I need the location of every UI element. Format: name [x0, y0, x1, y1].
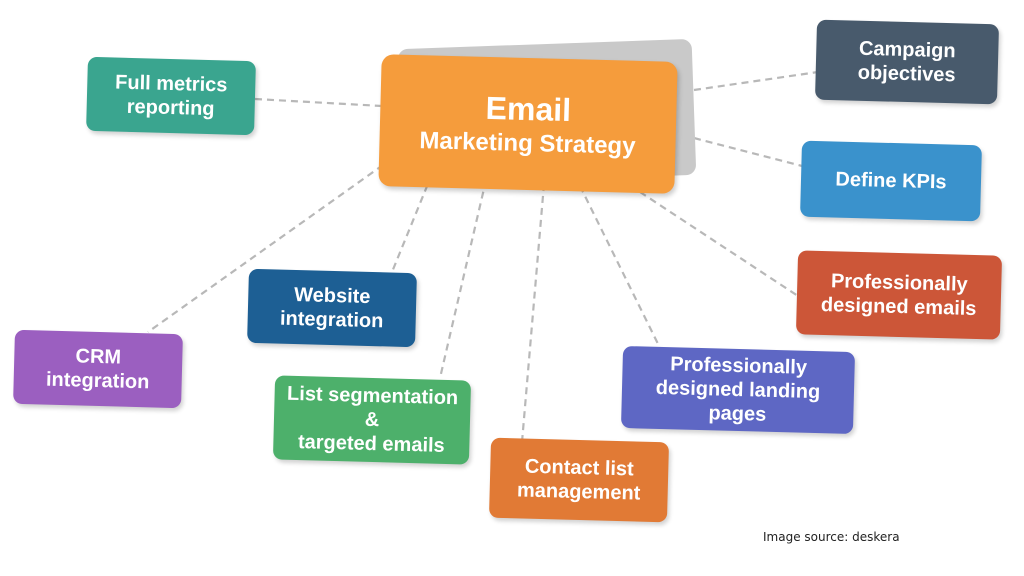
connector-crm-integration — [147, 164, 384, 333]
node-professionally-designed-landing-pages: Professionally designed landing pages — [620, 345, 856, 435]
central-node-title: Email — [485, 89, 572, 129]
node-campaign-objectives: Campaign objectives — [814, 19, 1000, 105]
node-label: Professionally designed emails — [820, 270, 977, 321]
connector-list-segmentation — [438, 179, 488, 379]
connector-define-kpis — [693, 136, 803, 168]
image-source-caption: Image source: deskera — [763, 530, 900, 544]
node-list-segmentation: List segmentation & targeted emails — [272, 375, 472, 465]
node-label: CRM integration — [45, 345, 150, 394]
connector-campaign-objectives — [693, 70, 819, 92]
node-label: List segmentation & targeted emails — [286, 382, 459, 457]
node-full-metrics-reporting: Full metrics reporting — [86, 56, 256, 136]
node-label: Contact list management — [516, 455, 641, 505]
node-professionally-designed-emails: Professionally designed emails — [795, 250, 1003, 340]
node-website-integration: Website integration — [247, 268, 417, 348]
connector-website-integration — [390, 173, 434, 273]
connector-pro-emails — [639, 191, 799, 297]
node-contact-list-management: Contact list management — [488, 437, 670, 523]
central-node: Email Marketing Strategy — [378, 54, 678, 194]
central-node-subtitle: Marketing Strategy — [419, 127, 636, 160]
connector-full-metrics — [254, 97, 383, 108]
node-crm-integration: CRM integration — [13, 329, 183, 409]
node-label: Website integration — [279, 284, 384, 333]
node-define-kpis: Define KPIs — [800, 140, 982, 222]
connector-contact-list — [520, 183, 546, 443]
node-label: Campaign objectives — [857, 37, 956, 87]
connector-pro-landing — [579, 185, 663, 353]
node-label: Define KPIs — [835, 168, 947, 194]
node-label: Full metrics reporting — [114, 71, 228, 121]
node-label: Professionally designed landing pages — [655, 353, 821, 426]
